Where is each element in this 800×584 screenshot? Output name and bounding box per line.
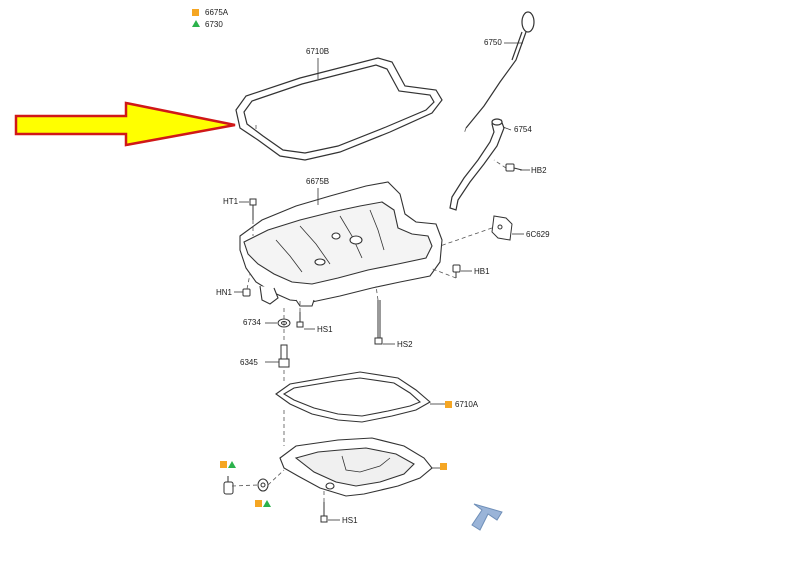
legend-triangle-item: 6730 bbox=[192, 20, 223, 30]
label-gasket-upper: 6710B bbox=[306, 47, 330, 56]
label-bolt-hs2: HS2 bbox=[397, 340, 413, 349]
label-bracket: 6C629 bbox=[526, 230, 550, 239]
nut-hn1[interactable] bbox=[242, 288, 251, 297]
label-washer: 6734 bbox=[243, 318, 261, 327]
legend-square-item: 6675A bbox=[192, 8, 228, 18]
upper-oil-pan[interactable] bbox=[239, 181, 443, 307]
square-marker-icon bbox=[192, 9, 199, 16]
dipstick[interactable] bbox=[465, 11, 535, 129]
label-bolt-ht1: HT1 bbox=[223, 197, 239, 206]
bolt-hb1[interactable] bbox=[452, 264, 461, 278]
label-gasket-lower: 6710A bbox=[455, 400, 479, 409]
triangle-markers bbox=[228, 461, 271, 507]
label-bolt-hb2: HB2 bbox=[531, 166, 547, 175]
legend-code: 6730 bbox=[205, 20, 223, 29]
dipstick-tube[interactable] bbox=[449, 118, 505, 211]
bolt-ht1[interactable] bbox=[249, 198, 257, 220]
label-dipstick: 6750 bbox=[484, 38, 502, 47]
triangle-marker-icon bbox=[192, 20, 200, 27]
drain-plug-6345[interactable] bbox=[278, 344, 290, 368]
assembly-leader-lines bbox=[231, 123, 507, 502]
plug-lower[interactable] bbox=[257, 478, 269, 492]
bolt-hb2[interactable] bbox=[505, 163, 523, 172]
lower-oil-pan[interactable] bbox=[279, 437, 433, 497]
legend-code: 6675A bbox=[205, 8, 229, 17]
bolt-hs1-upper[interactable] bbox=[296, 312, 304, 328]
bolt-hs2[interactable] bbox=[374, 300, 383, 345]
diagonal-arrow-icon[interactable] bbox=[471, 503, 503, 531]
bolt-lower-left[interactable] bbox=[223, 476, 234, 495]
label-oil-pan-upper: 6675B bbox=[306, 177, 330, 186]
label-bolt-hn1: HN1 bbox=[216, 288, 233, 297]
lower-gasket[interactable] bbox=[275, 371, 431, 423]
label-bolt-hb1: HB1 bbox=[474, 267, 490, 276]
yellow-right-arrow-icon bbox=[14, 101, 236, 147]
label-bolt-hs1-lower: HS1 bbox=[342, 516, 358, 525]
square-markers bbox=[220, 401, 452, 507]
bracket-6c629[interactable] bbox=[491, 215, 513, 241]
label-dipstick-tube: 6754 bbox=[514, 125, 532, 134]
label-plug: 6345 bbox=[240, 358, 258, 367]
label-bolt-hs1-upper: HS1 bbox=[317, 325, 333, 334]
upper-gasket[interactable] bbox=[235, 57, 443, 161]
bolt-hs1-lower[interactable] bbox=[320, 502, 328, 523]
